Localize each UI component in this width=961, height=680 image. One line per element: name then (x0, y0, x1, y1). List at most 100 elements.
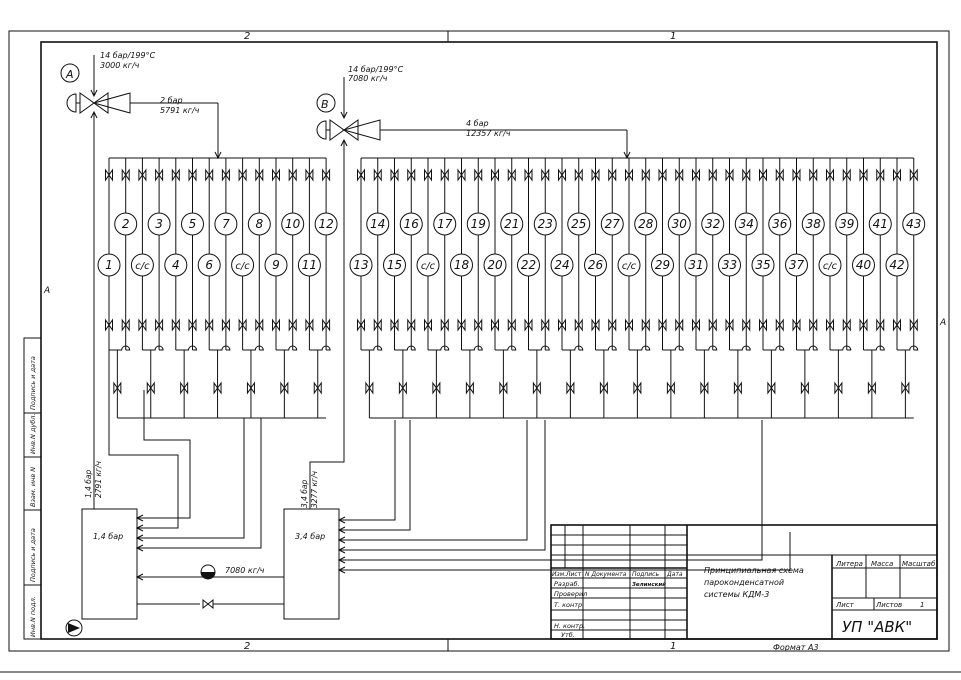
g1-outlet-valve-icon (155, 318, 164, 332)
g2-inlet-valve-icon (591, 168, 600, 182)
g2-consumer (768, 212, 792, 236)
g2-outlet-valve-icon (390, 318, 399, 332)
g2-consumer (433, 212, 457, 236)
g2-consumer-label: 23 (538, 217, 553, 231)
g1-consumer (314, 212, 338, 236)
g2-consumer-label: 14 (370, 217, 385, 231)
reducing-valve-a: A 14 бар/199°С 3000 кг/ч 2 бар 5791 кг/ч (60, 51, 222, 160)
tb-org: УП "АВК" (842, 618, 912, 636)
g1-consumer-label: 4 (172, 258, 180, 272)
g2-consumer-label: 32 (705, 217, 720, 231)
g2-consumer-label: 36 (772, 217, 788, 231)
reducing-valve-b: B 14 бар/199°С 7080 кг/ч 4 бар 12357 кг/… (316, 65, 631, 160)
g2-inlet-valve-icon (440, 168, 449, 182)
g2-consumer (349, 253, 373, 277)
g2-consumer-label: с/с (421, 261, 436, 272)
g2-consumer-label: 25 (571, 217, 586, 231)
g1-inlet-valve-icon (171, 168, 180, 182)
tb-list: Лист (835, 601, 855, 609)
g2-inlet-valve-icon (625, 168, 633, 182)
g1-inlet-valve-icon (121, 168, 130, 182)
g1-outlet-valve-icon (255, 318, 264, 332)
g2-inlet-valve-icon (692, 168, 700, 182)
g2-inlet-valve-icon (792, 168, 801, 182)
g2-outlet-valve-icon (742, 318, 751, 332)
g2-trap-valve-icon (499, 381, 508, 395)
g2-outlet-valve-icon (541, 318, 550, 332)
g2-trap-valve-icon (432, 381, 441, 395)
g2-consumer (651, 253, 674, 277)
g2-outlet-valve-icon (809, 318, 818, 332)
g2-outlet-valve-icon (507, 318, 516, 332)
strip-podpis-1: Подпись и дата (29, 528, 37, 582)
g1-consumer-label: 7 (222, 217, 230, 231)
g2-trap-valve-icon (901, 381, 910, 395)
g2-trap-valve-icon (566, 381, 575, 395)
g1-trap-valve-icon (280, 381, 289, 395)
g1-consumer (247, 212, 271, 236)
outer-border (8, 30, 950, 652)
g1-consumer (114, 212, 138, 236)
g1-inlet-valve-icon (205, 168, 214, 182)
g2-consumer (634, 212, 658, 236)
g1-consumer (97, 253, 121, 277)
g2-inlet-valve-icon (859, 168, 868, 182)
tb-masshtab: Масштаб (902, 560, 936, 568)
g2-consumer (902, 212, 926, 236)
g1-inlet-valve-icon (305, 168, 314, 182)
valve-b-supply: 14 бар/199°С (348, 65, 404, 74)
g2-outlet-valve-icon (826, 318, 834, 332)
g2-outlet-valve-icon (893, 318, 901, 332)
valve-b-label: B (321, 98, 329, 111)
g1-consumer-label: 3 (155, 217, 163, 231)
g2-inlet-valve-icon (675, 168, 684, 182)
g2-outlet-valve-icon (725, 318, 734, 332)
g2-outlet-valve-icon (474, 318, 483, 332)
g2-consumer-label: 28 (638, 217, 654, 231)
g2-consumer-label: с/с (823, 261, 838, 272)
tb-title-line1: Принципиальная схема (704, 566, 804, 575)
g2-consumer (399, 212, 423, 236)
g2-inlet-valve-icon (390, 168, 399, 182)
g2-inlet-valve-icon (842, 168, 851, 182)
g2-consumer (483, 253, 507, 277)
g2-consumer-label: 40 (856, 258, 872, 272)
g2-inlet-valve-icon (759, 168, 767, 182)
g2-outlet-valve-icon (524, 318, 533, 332)
g2-inlet-valve-icon (491, 168, 499, 182)
g2-consumer-label: 42 (889, 258, 904, 272)
g2-consumer (667, 212, 691, 236)
g2-consumer (567, 212, 591, 236)
g2-consumer (584, 253, 607, 277)
g2-consumer (684, 253, 708, 277)
g2-outlet-valve-icon (373, 318, 382, 332)
tb-col-izm: Изм. (552, 571, 566, 578)
g2-inlet-valve-icon (558, 168, 566, 182)
g2-inlet-valve-icon (407, 168, 416, 182)
g2-consumer (785, 253, 808, 277)
g2-outlet-valve-icon (708, 318, 717, 332)
g2-trap-valve-icon (365, 381, 374, 395)
g1-consumer (231, 253, 255, 277)
g2-consumer-label: 30 (672, 217, 688, 231)
tb-col-sign: Подпись (632, 571, 659, 578)
g2-inlet-valve-icon (474, 168, 483, 182)
g2-consumer-label: 38 (806, 217, 822, 231)
tb-row-proveril: Проверил (554, 590, 587, 598)
g2-trap-valve-icon (465, 381, 474, 395)
g2-outlet-valve-icon (424, 318, 432, 332)
g2-outlet-valve-icon (608, 318, 617, 332)
tb-row-utv: Утб. (561, 631, 575, 639)
tb-litera: Литера (835, 560, 863, 568)
tank-3-4-bar: 3,4 бар 3,4 бар 3277 кг/ч (283, 138, 348, 620)
g1-consumer-label: с/с (235, 261, 250, 272)
g2-consumer-label: 33 (722, 258, 737, 272)
tank-1-4-bar: 1,4 бар 1,4 бар 2791 кг/ч (81, 110, 138, 620)
tb-listov: Листов (875, 601, 902, 609)
g1-inlet-valve-icon (238, 168, 247, 182)
zone-label-bottom-right: 1 (670, 641, 676, 652)
g2-inlet-valve-icon (658, 168, 667, 182)
g2-trap-valve-icon (633, 381, 642, 395)
g2-consumer (701, 212, 725, 236)
